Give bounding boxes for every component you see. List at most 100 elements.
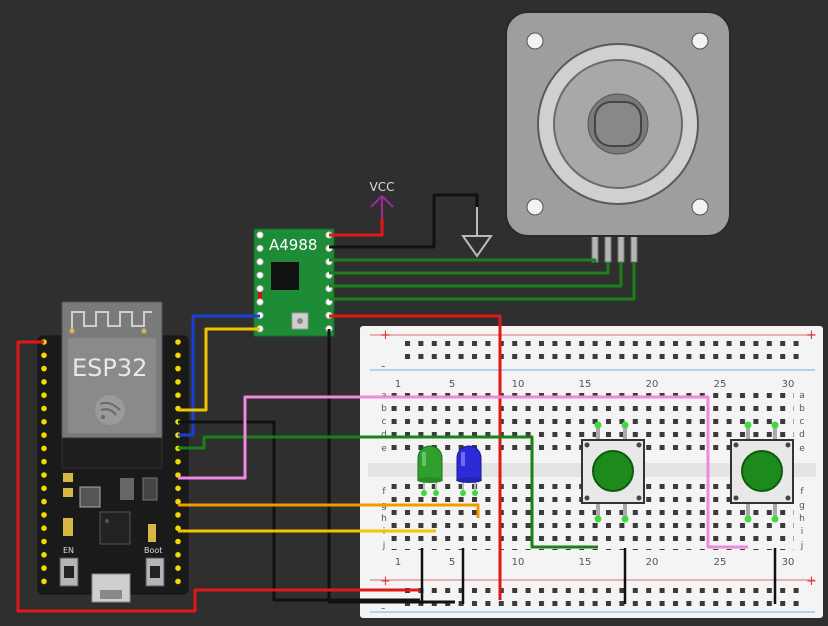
esp32-pin[interactable] [41,552,47,558]
column-label: 25 [714,557,727,568]
micro-usb-port[interactable] [91,573,131,603]
esp32-pin[interactable] [175,578,181,585]
push-button-2[interactable] [730,421,794,523]
row-label: b [799,404,805,414]
column-label: 30 [782,557,795,568]
esp32-pin[interactable] [41,352,47,359]
row-label: d [799,430,805,440]
vcc-label: VCC [370,180,395,194]
boot-button[interactable] [145,557,165,587]
row-label: j [800,541,804,551]
wire-motor-2b[interactable] [329,258,597,262]
rail-plus-bottom: + [380,574,391,589]
a4988-pin[interactable] [256,298,264,306]
wire-driver-vdd-rail[interactable] [329,314,502,600]
wire-motor-1a[interactable] [329,262,623,288]
esp32-pin[interactable] [41,458,47,465]
stepper-motor[interactable] [505,11,731,263]
a4988-pin[interactable] [256,244,264,252]
esp32-pin[interactable] [41,392,47,399]
esp32-pin[interactable] [175,365,181,372]
column-label: 20 [646,557,659,568]
a4988-pin[interactable] [256,258,264,266]
row-label: d [381,430,387,440]
column-label: 20 [646,379,659,390]
boot-label: Boot [144,546,162,555]
row-label: e [381,444,387,454]
blue-led[interactable] [456,445,482,496]
esp32-title: ESP32 [72,354,147,382]
en-button[interactable] [59,557,79,587]
wire-led-blue[interactable] [178,503,480,518]
a4988-pin[interactable] [256,271,264,279]
wire-driver-vmot-vcc[interactable] [329,218,384,237]
column-label: 25 [714,379,727,390]
row-label: j [382,541,386,551]
regulator [120,478,134,500]
esp32-pin[interactable] [41,485,47,492]
esp32-pin[interactable] [175,485,181,492]
esp32-pin[interactable] [41,578,47,585]
esp32-pin[interactable] [41,432,47,438]
esp32-pin[interactable] [175,498,181,505]
esp32-pin[interactable] [41,512,47,518]
column-label: 5 [449,557,455,568]
push-button-1[interactable] [581,421,645,523]
esp32-pin[interactable] [175,565,181,571]
esp32-pin[interactable] [175,538,181,545]
esp32-pin[interactable] [41,445,47,452]
a4988-driver[interactable]: A4988 [253,228,335,337]
column-label: 10 [512,379,525,390]
esp32-pin[interactable] [41,472,47,478]
bottom-power-rail[interactable] [404,586,802,608]
wires [16,193,748,613]
row-label: i [801,527,804,537]
en-label: EN [63,546,74,555]
rail-plus-top-right: + [806,328,817,343]
green-led[interactable] [417,445,443,496]
wire-motor-2a[interactable] [329,262,610,275]
esp32-pin[interactable] [41,525,47,531]
espressif-logo-icon [95,395,125,425]
esp32-pin[interactable] [41,379,47,385]
wire-esp-power[interactable] [16,340,420,613]
esp32-board[interactable]: ESP32 EN Boot [37,301,189,603]
esp32-pin[interactable] [41,405,47,412]
column-label: 15 [579,379,592,390]
esp32-pin[interactable] [41,538,47,545]
esp32-pin[interactable] [175,512,181,518]
esp32-pin[interactable] [175,458,181,465]
esp32-pin-headers[interactable] [41,339,181,585]
top-power-rail[interactable] [404,340,802,362]
wire-motor-1b[interactable] [329,262,636,301]
esp32-pin[interactable] [175,392,181,399]
esp32-pin[interactable] [175,472,181,478]
wire-esp-gnd[interactable] [178,420,420,602]
a4988-pin[interactable] [256,231,264,239]
esp32-pin[interactable] [41,565,47,571]
esp32-pin[interactable] [175,339,181,345]
row-label: h [799,514,805,524]
ground-symbol [461,207,493,258]
row-label: e [799,444,805,454]
row-label: b [381,404,387,414]
wire-step[interactable] [178,327,260,412]
wire-driver-gnd-ground[interactable] [329,193,479,249]
column-label: 5 [449,379,455,390]
a4988-pin[interactable] [256,285,264,293]
wire-dir[interactable] [178,314,260,437]
esp32-pin[interactable] [41,365,47,372]
esp32-pin[interactable] [175,552,181,558]
rail-plus-top: + [380,328,391,343]
esp32-pin[interactable] [175,379,181,385]
wire-button-1[interactable] [178,435,598,549]
esp32-pin[interactable] [41,419,47,425]
esp32-pin[interactable] [175,352,181,359]
wire-driver-gnd-rail[interactable] [327,329,455,604]
esp32-pin[interactable] [41,498,47,505]
usb-chip [99,511,131,545]
wire-button-2[interactable] [178,395,748,549]
